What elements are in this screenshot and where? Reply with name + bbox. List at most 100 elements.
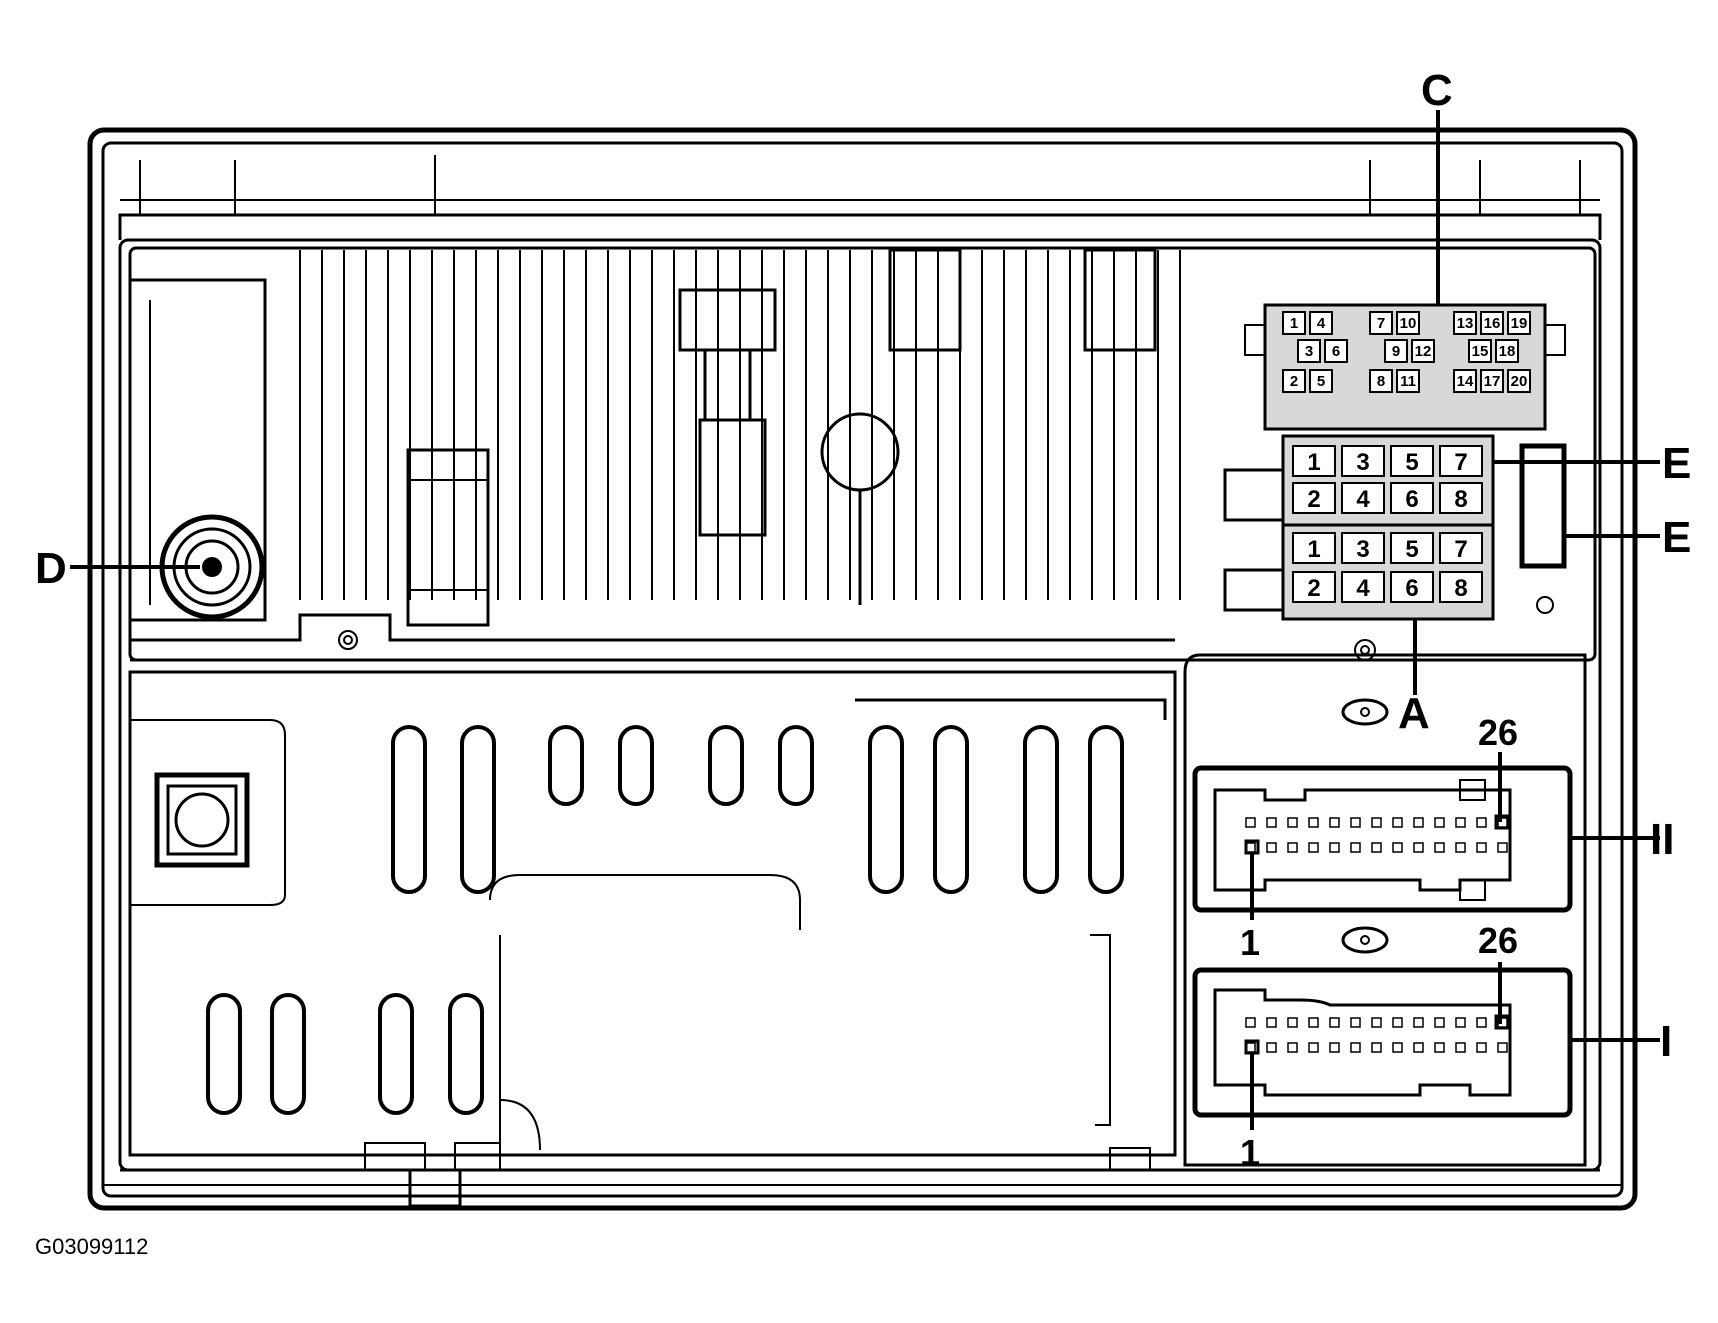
pin-label-i-26: 26 <box>1478 920 1518 961</box>
connector-ii <box>1192 765 1573 913</box>
leader-lines <box>70 110 1660 1130</box>
connector-i-pin <box>1413 1017 1424 1028</box>
heatsink-area <box>128 246 1597 662</box>
connector-e-cell: 6 <box>1390 482 1434 514</box>
connector-i-pin <box>1413 1042 1424 1053</box>
connector-i-pin <box>1434 1017 1445 1028</box>
connector-i-pin <box>1329 1017 1340 1028</box>
connector-c-cell: 20 <box>1507 369 1531 393</box>
connector-ii-pin <box>1392 842 1403 853</box>
connector-i-pin <box>1308 1042 1319 1053</box>
connector-ii-pin <box>1371 817 1382 828</box>
connector-c-cell: 17 <box>1480 369 1504 393</box>
connector-c-cell-number: 8 <box>1377 373 1385 390</box>
connector-c-cell-number: 19 <box>1511 315 1528 332</box>
vent-slot <box>460 725 496 894</box>
connector-ii-pin <box>1266 842 1277 853</box>
connector-e-cell-number: 2 <box>1307 486 1320 513</box>
connector-c-cell-number: 11 <box>1400 373 1416 390</box>
connector-ii-pin <box>1287 842 1298 853</box>
connector-c-cell-number: 18 <box>1499 343 1516 360</box>
connector-e-cell: 4 <box>1341 482 1385 514</box>
connector-e-cell: 8 <box>1439 482 1483 514</box>
connector-ii-pin <box>1434 817 1445 828</box>
connector-ii-pin <box>1413 842 1424 853</box>
connector-c-cell: 7 <box>1369 311 1393 335</box>
connector-c-cell: 19 <box>1507 311 1531 335</box>
connector-ii-pin <box>1266 817 1277 828</box>
pin-label-ii-1: 1 <box>1240 922 1260 963</box>
connector-c-cell-number: 4 <box>1317 315 1326 332</box>
vent-slot <box>448 993 484 1115</box>
vent-slot <box>548 725 584 806</box>
connector-e-cell: 1 <box>1292 445 1336 477</box>
connector-c-cell: 12 <box>1411 339 1435 363</box>
vent-slot <box>778 725 814 806</box>
connector-i-pin <box>1476 1042 1487 1053</box>
connector-ii-pin <box>1476 817 1487 828</box>
connector-a-cell: 4 <box>1341 571 1385 603</box>
connector-c-cell: 10 <box>1396 311 1420 335</box>
connector-c-cell: 8 <box>1369 369 1393 393</box>
vent-slot <box>933 725 969 894</box>
connector-e-cell: 7 <box>1439 445 1483 477</box>
connector-c-cell-number: 15 <box>1472 343 1489 360</box>
connector-i-pin <box>1434 1042 1445 1053</box>
connector-i-pin <box>1329 1042 1340 1053</box>
connector-i-pin <box>1308 1017 1319 1028</box>
connector-a-cell-number: 4 <box>1356 575 1370 602</box>
connector-a-cell: 5 <box>1390 532 1434 564</box>
connector-a-cell: 8 <box>1439 571 1483 603</box>
vent-slot <box>206 993 242 1115</box>
connector-c-cell: 13 <box>1453 311 1477 335</box>
callout-c: C <box>1421 66 1453 115</box>
connector-a-cell: 3 <box>1341 532 1385 564</box>
connector-c-cell-number: 12 <box>1415 343 1432 360</box>
connector-i-pin <box>1245 1017 1256 1028</box>
connector-i-pin <box>1371 1042 1382 1053</box>
connector-e-cell-number: 5 <box>1405 449 1418 476</box>
connector-c-cell: 18 <box>1495 339 1519 363</box>
callout-ii: II <box>1650 815 1674 864</box>
connector-i-pin <box>1455 1017 1466 1028</box>
connector-c-cell-number: 9 <box>1392 343 1400 360</box>
connector-c-cell-number: 10 <box>1400 315 1417 332</box>
connector-ii-pin <box>1350 817 1361 828</box>
callout-d: D <box>35 544 67 593</box>
connector-ii-pin <box>1308 842 1319 853</box>
connector-c-cell-number: 6 <box>1332 343 1340 360</box>
connector-i-pin <box>1392 1042 1403 1053</box>
connector-c-cell: 1 <box>1282 311 1306 335</box>
connector-i-pin <box>1266 1042 1277 1053</box>
connector-i-pin <box>1476 1017 1487 1028</box>
connector-c-cell-number: 16 <box>1484 315 1501 332</box>
connector-a-cell-number: 1 <box>1307 536 1320 563</box>
callout-e-upper: E <box>1662 439 1691 488</box>
connector-c-cell-number: 20 <box>1511 373 1528 390</box>
connector-ii-pin <box>1497 842 1508 853</box>
vent-slot <box>1088 725 1124 894</box>
lower-panel <box>128 670 1177 1157</box>
pin-label-ii-26: 26 <box>1478 712 1518 753</box>
connector-a-cell-number: 2 <box>1307 575 1320 602</box>
connector-a-cell-number: 3 <box>1356 536 1369 563</box>
connector-a-cell-number: 7 <box>1454 536 1467 563</box>
connector-e-cell-number: 7 <box>1454 449 1467 476</box>
connector-e-cell-number: 3 <box>1356 449 1369 476</box>
connector-c-cell-number: 5 <box>1317 373 1325 390</box>
connector-i-pin <box>1266 1017 1277 1028</box>
connector-i-pin <box>1392 1017 1403 1028</box>
vent-slot <box>708 725 744 806</box>
connector-c-cell: 4 <box>1309 311 1333 335</box>
connector-ii-pin <box>1350 842 1361 853</box>
connector-c-cell: 14 <box>1453 369 1477 393</box>
right-lower-area <box>1183 653 1587 1167</box>
vent-slot <box>1023 725 1059 894</box>
connector-a-cell-number: 5 <box>1405 536 1418 563</box>
connector-i-pin <box>1455 1042 1466 1053</box>
connector-i-pin <box>1287 1017 1298 1028</box>
connector-c-cell-number: 17 <box>1484 373 1501 390</box>
